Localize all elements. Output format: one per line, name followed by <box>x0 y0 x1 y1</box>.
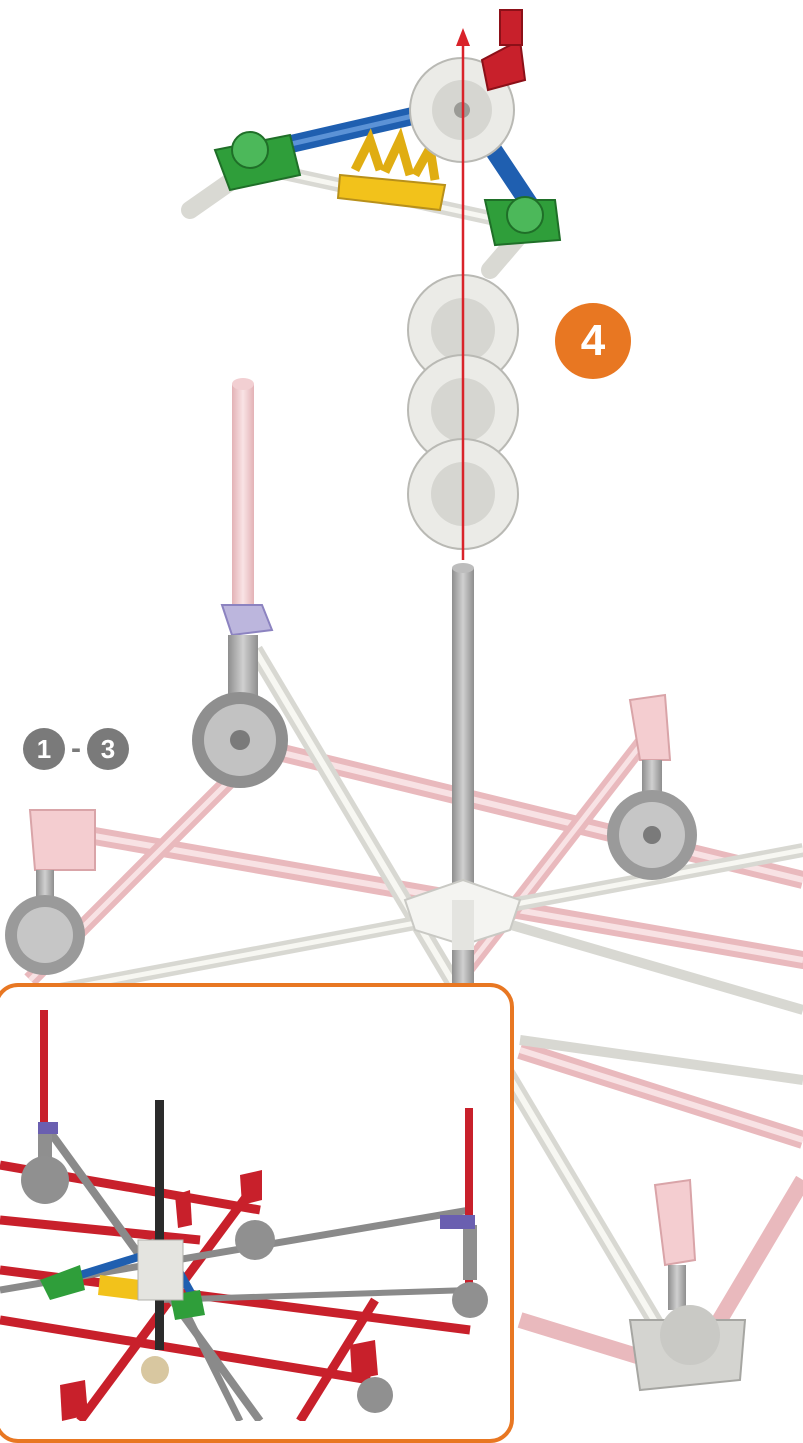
pink-rod <box>517 1312 653 1368</box>
top-assembly <box>181 9 562 279</box>
previous-steps-indicator: 1 - 3 <box>23 727 129 771</box>
previous-step-to: 3 <box>100 733 116 764</box>
center-hub-connector <box>403 878 522 950</box>
pink-corner-connector <box>653 1178 697 1267</box>
up-arrow-icon <box>456 28 470 560</box>
gear-connector-front-left <box>5 895 85 975</box>
gear-connector-right <box>607 790 697 880</box>
red-connector <box>480 9 527 92</box>
pink-corner-connector <box>628 693 672 761</box>
pink-vertical-rod <box>232 384 254 624</box>
purple-clip <box>220 604 274 637</box>
gear-connector-front-right <box>628 1305 747 1392</box>
previous-step-separator: - <box>71 732 81 765</box>
step-number: 4 <box>580 316 606 365</box>
green-connector-right <box>483 196 562 247</box>
white-rod <box>519 1035 803 1085</box>
previous-step-from-badge: 1 <box>23 728 65 770</box>
inset-model-overview <box>0 983 514 1443</box>
pink-corner-connector <box>28 809 96 871</box>
inset-frame <box>0 983 514 1443</box>
yellow-connector <box>336 127 447 212</box>
previous-step-from: 1 <box>36 733 52 764</box>
green-connector-left <box>213 131 302 192</box>
gear-connector-left <box>192 692 288 788</box>
step-number-badge: 4 <box>555 303 631 379</box>
white-rod <box>458 905 803 1015</box>
previous-step-to-badge: 3 <box>87 728 129 770</box>
